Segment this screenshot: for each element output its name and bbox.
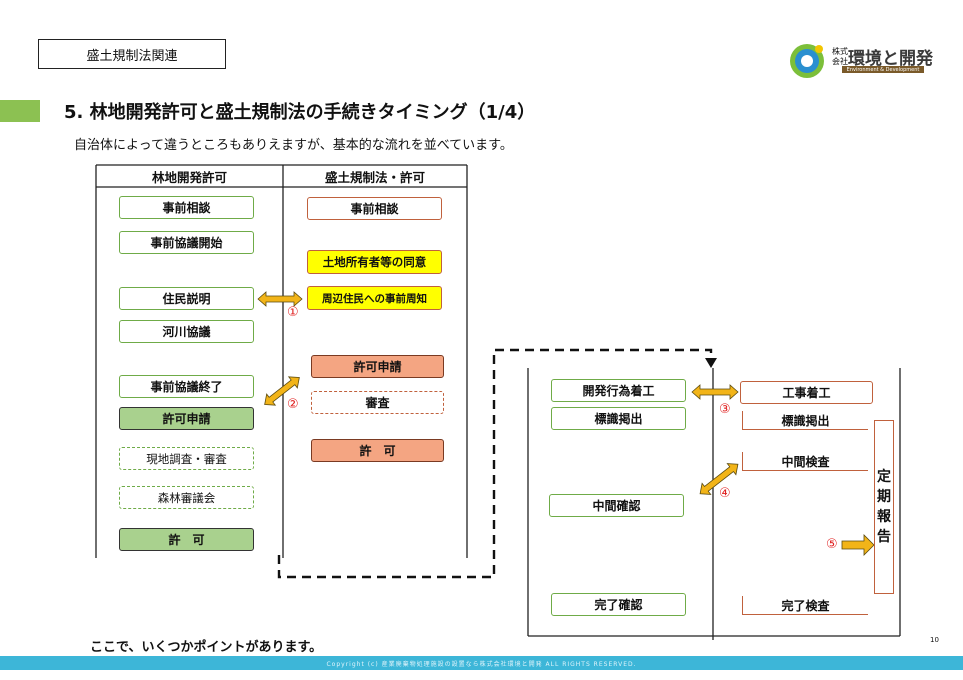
col-header-morido: 盛土規制法・許可 bbox=[324, 169, 425, 185]
logo-name: 環境と開発 bbox=[848, 49, 933, 69]
section-tag: 盛土規制法関連 bbox=[38, 39, 226, 69]
morido-permit: 許 可 bbox=[311, 439, 444, 462]
morido-prior-consultation: 事前相談 bbox=[307, 197, 442, 220]
sign-posting-right: 標識掲出 bbox=[742, 411, 868, 430]
double-arrow-4-icon bbox=[699, 463, 739, 495]
step-river-negotiation: 河川協議 bbox=[119, 320, 254, 343]
completion-confirmation: 完了確認 bbox=[551, 593, 686, 616]
logo-prefix: 株式会社 bbox=[832, 47, 848, 66]
morido-resident-notice: 周辺住民への事前周知 bbox=[307, 286, 442, 310]
col-header-rinchi: 林地開発許可 bbox=[151, 169, 227, 185]
marker-2: ② bbox=[287, 397, 299, 412]
step-prior-negotiation-end: 事前協議終了 bbox=[119, 375, 254, 398]
step-prior-negotiation-start: 事前協議開始 bbox=[119, 231, 254, 254]
step-forest-council: 森林審議会 bbox=[119, 486, 254, 509]
double-arrow-1-icon bbox=[257, 291, 303, 307]
morido-review: 審査 bbox=[311, 391, 444, 414]
step-permit-application: 許可申請 bbox=[119, 407, 254, 430]
copyright-bar: Copyright (c) 産業廃棄物処理施設の設置なら株式会社環境と開発 AL… bbox=[0, 656, 963, 670]
completion-inspection: 完了検査 bbox=[742, 596, 868, 615]
periodic-report-box: 定 期 報 告 bbox=[874, 420, 894, 594]
step-permit: 許 可 bbox=[119, 528, 254, 551]
step-site-survey: 現地調査・審査 bbox=[119, 447, 254, 470]
step-resident-briefing: 住民説明 bbox=[119, 287, 254, 310]
marker-1: ① bbox=[287, 305, 299, 320]
step-prior-consultation: 事前相談 bbox=[119, 196, 254, 219]
interim-inspection: 中間検査 bbox=[742, 452, 868, 471]
bottom-note: ここで、いくつかポイントがあります。 bbox=[90, 640, 323, 655]
page-subtitle: 自治体によって違うところもありえますが、基本的な流れを並べています。 bbox=[74, 138, 513, 153]
arrow-5-icon bbox=[841, 534, 875, 556]
morido-permit-application: 許可申請 bbox=[311, 355, 444, 378]
company-logo-icon bbox=[790, 44, 824, 78]
sign-posting-left: 標識掲出 bbox=[551, 407, 686, 430]
accent-bar bbox=[0, 100, 40, 122]
double-arrow-2-icon bbox=[264, 376, 300, 406]
construction-start: 工事着工 bbox=[740, 381, 873, 404]
page-title: 5. 林地開発許可と盛土規制法の手続きタイミング（1/4） bbox=[64, 102, 536, 123]
morido-landowner-consent: 土地所有者等の同意 bbox=[307, 250, 442, 274]
logo-english: Environment & Development bbox=[842, 66, 924, 73]
interim-confirmation: 中間確認 bbox=[549, 494, 684, 517]
double-arrow-3-icon bbox=[691, 384, 739, 400]
page-number: 10 bbox=[930, 636, 939, 644]
marker-4: ④ bbox=[719, 486, 731, 501]
marker-5: ⑤ bbox=[826, 537, 838, 552]
start-development: 開発行為着工 bbox=[551, 379, 686, 402]
marker-3: ③ bbox=[719, 402, 731, 417]
